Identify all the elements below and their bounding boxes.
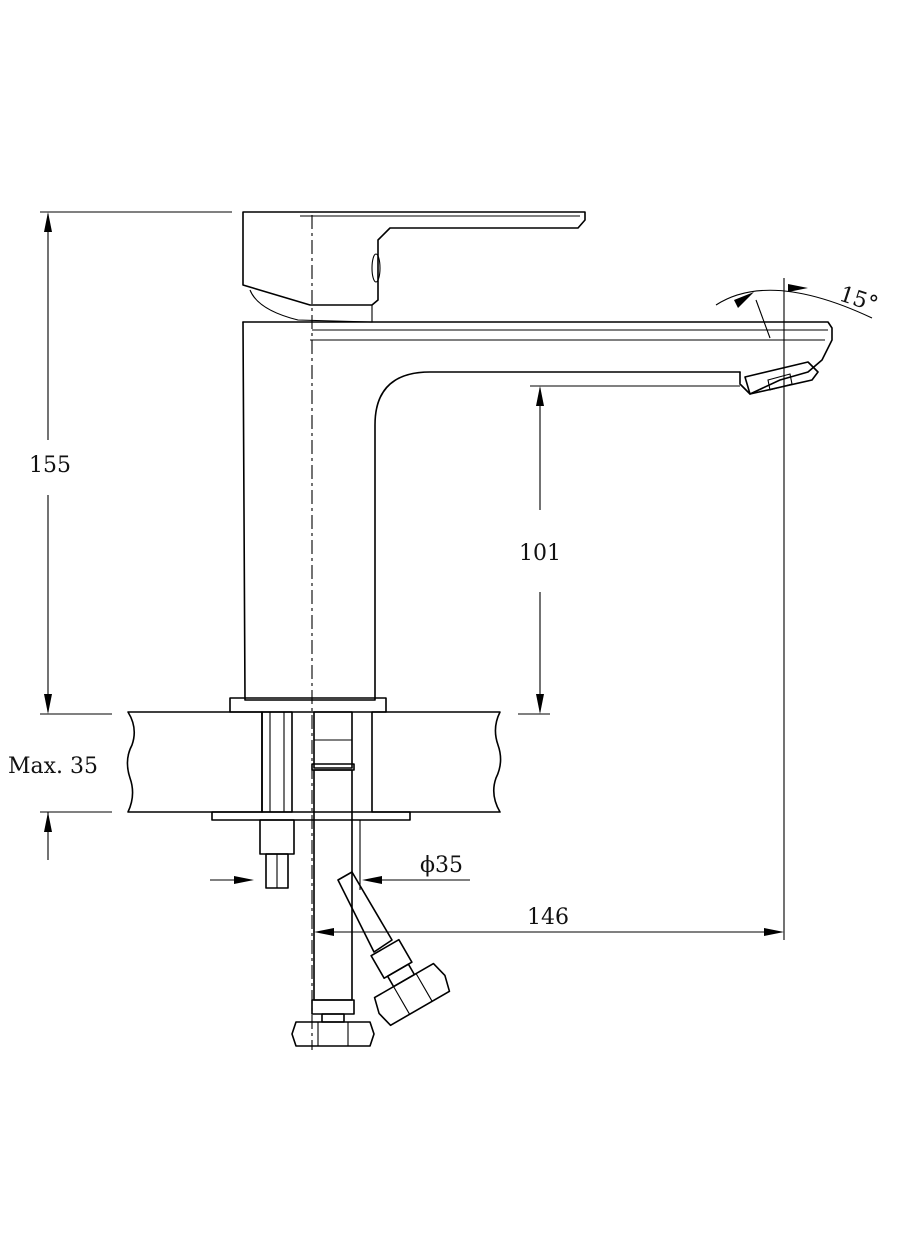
total-height-label: 155	[29, 453, 71, 478]
supply-hoses	[291, 711, 451, 1047]
faucet-body	[229, 211, 833, 713]
hole-diameter-label: ϕ35	[420, 853, 463, 878]
dimension-spout-reach: 146	[314, 278, 785, 940]
mounting-hardware	[211, 711, 411, 889]
dimension-total-height: 155	[29, 211, 232, 715]
spout-reach-label: 146	[527, 905, 569, 930]
dimension-spout-height: 101	[518, 385, 740, 715]
dimension-hole-diameter: ϕ35	[210, 820, 470, 890]
handle-angle-label: 15°	[836, 282, 881, 318]
dimension-countertop: Max. 35	[8, 754, 112, 860]
countertop-max-label: Max. 35	[8, 754, 98, 779]
countertop-section	[126, 711, 502, 813]
spout-height-label: 101	[519, 541, 561, 566]
